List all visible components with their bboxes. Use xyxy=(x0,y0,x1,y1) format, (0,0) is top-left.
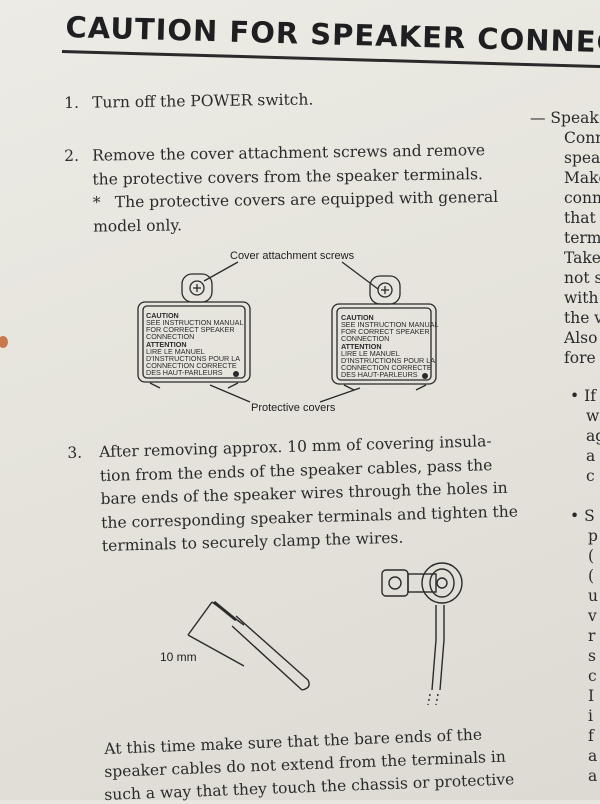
right-column-line: Also xyxy=(564,329,598,347)
right-column-line: • If xyxy=(570,387,596,405)
cover-text: DES HAUT-PARLEURS xyxy=(341,370,418,379)
leader-line xyxy=(319,387,361,403)
cover-text: D'INSTRUCTIONS POUR LA xyxy=(146,354,240,363)
right-column-line: w xyxy=(586,407,600,425)
right-column-line: i xyxy=(588,707,593,725)
leader-line xyxy=(203,261,239,282)
right-column-line: p xyxy=(588,527,598,545)
dimension-line xyxy=(187,601,213,636)
label-10mm: 10 mm xyxy=(160,650,197,664)
cover-text: FOR CORRECT SPEAKER xyxy=(146,325,235,334)
right-column-line: v xyxy=(588,607,597,625)
right-column-line: conn xyxy=(564,189,600,207)
right-column-line: Make xyxy=(564,169,600,187)
cover-text: ATTENTION xyxy=(341,342,382,351)
cover-text: SEE INSTRUCTION MANUAL xyxy=(146,318,243,327)
screw-icon xyxy=(189,280,205,296)
logo-mark-icon xyxy=(233,371,239,377)
right-column-line: • S xyxy=(570,507,595,525)
protective-cover-right xyxy=(331,275,437,391)
right-column-line: c xyxy=(586,467,595,485)
right-column-line: f xyxy=(588,727,594,745)
right-column-line: with xyxy=(564,289,599,307)
terminal-knob xyxy=(421,562,463,604)
cover-text: SEE INSTRUCTION MANUAL xyxy=(341,320,438,329)
right-column-line: Conn xyxy=(564,129,600,147)
leader-line xyxy=(209,384,251,403)
right-column-line: a xyxy=(588,767,598,785)
cover-text: CONNECTION xyxy=(146,332,194,341)
right-column-line: c xyxy=(588,667,597,685)
right-column-line xyxy=(530,486,600,506)
cover-text: CAUTION xyxy=(341,313,374,322)
logo-mark-icon xyxy=(422,373,428,379)
cover-text: LIRE LE MANUEL xyxy=(146,347,205,356)
step-number: 3. xyxy=(67,443,83,462)
cable-terminal-diagram xyxy=(187,562,463,706)
right-column-line: ( xyxy=(588,567,595,585)
cover-text: FOR CORRECT SPEAKER xyxy=(341,327,430,336)
right-column-line: u xyxy=(588,587,598,605)
cover-text: CAUTION xyxy=(146,311,179,320)
right-column-line: termi xyxy=(564,229,600,247)
leader-line xyxy=(341,261,379,290)
screw-icon xyxy=(377,282,393,298)
right-column-line: I xyxy=(588,687,595,705)
right-column-line: Take xyxy=(564,249,600,267)
speaker-cable xyxy=(231,615,309,691)
cover-text: D'INSTRUCTIONS POUR LA xyxy=(341,356,435,365)
cover-text: CONNECTION CORRECTE xyxy=(146,361,237,370)
right-column-line: s xyxy=(588,647,596,665)
cover-text: LIRE LE MANUEL xyxy=(341,349,400,358)
speaker-wire xyxy=(431,639,445,691)
right-column-line: ( xyxy=(588,547,595,565)
right-column-line: the v xyxy=(564,309,600,327)
right-column-line: — Speak xyxy=(530,109,599,127)
right-column-line: ag xyxy=(586,427,600,445)
right-column-line: speak xyxy=(564,149,600,167)
right-column-line: fore xyxy=(564,349,596,367)
label-cover-screws: Cover attachment screws xyxy=(230,250,355,262)
terminal-nut xyxy=(381,569,409,597)
label-protective-covers: Protective covers xyxy=(251,402,336,414)
right-column-line: that xyxy=(564,209,596,227)
right-column-line: a xyxy=(586,447,596,465)
right-column-line: r xyxy=(588,627,596,645)
cover-text: CONNECTION xyxy=(341,334,389,343)
right-column-line: a xyxy=(588,747,598,765)
right-column: — Speak Conn speak Make conn that termi … xyxy=(530,108,600,786)
cover-text: ATTENTION xyxy=(146,340,187,349)
dimension-line xyxy=(187,634,245,667)
protective-cover-left xyxy=(137,273,251,389)
right-column-line: not s xyxy=(564,269,600,287)
binding-mark xyxy=(0,336,8,348)
cover-text: CONNECTION CORRECTE xyxy=(341,363,432,372)
cover-text: DES HAUT-PARLEURS xyxy=(146,368,223,377)
